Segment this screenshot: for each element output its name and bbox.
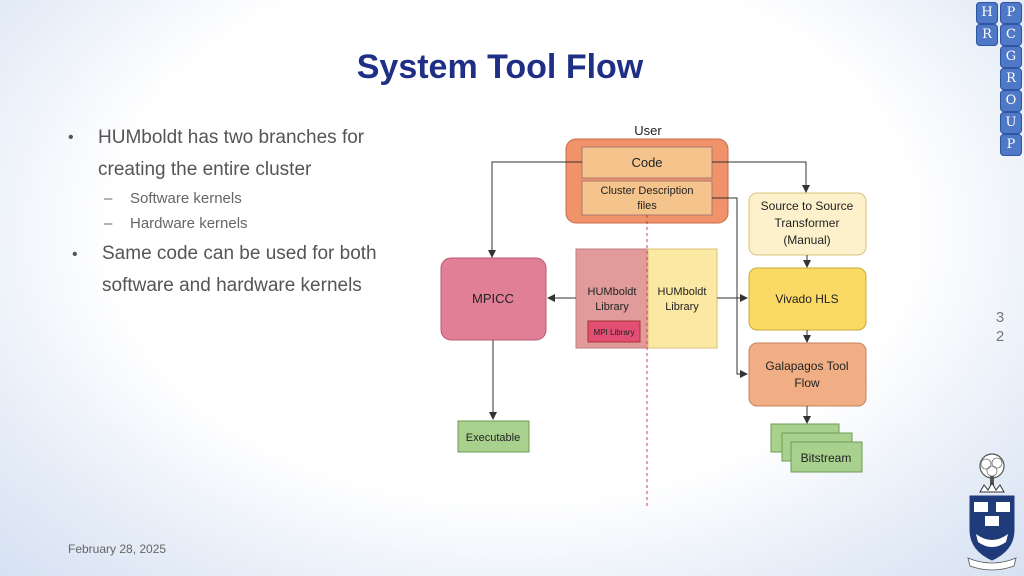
galapagos-box bbox=[748, 342, 867, 407]
arrow-cluster-to-galapagos bbox=[712, 197, 748, 378]
bitstream-label: Bitstream bbox=[801, 451, 852, 465]
page-number-digit-2: 2 bbox=[995, 328, 1005, 345]
mpicc-label: MPICC bbox=[472, 291, 514, 306]
logo-letter: H bbox=[976, 2, 998, 24]
humboldt-software-label-2: Library bbox=[595, 301, 629, 313]
bullet-2-line-2: software and hardware kernels bbox=[102, 275, 362, 296]
source-to-source-label-1: Source to Source bbox=[761, 199, 854, 213]
logo-letter: C bbox=[1000, 24, 1022, 46]
source-to-source-label-3: (Manual) bbox=[783, 233, 830, 247]
bullet-2-line-1: Same code can be used for both bbox=[102, 243, 377, 264]
logo-letter: P bbox=[1000, 134, 1022, 156]
source-to-source-label-2: Transformer bbox=[775, 216, 840, 230]
cluster-description-box bbox=[581, 180, 713, 216]
sub-bullet-dash: – bbox=[104, 215, 113, 232]
galapagos-label-2: Flow bbox=[794, 376, 820, 390]
bullet-marker: • bbox=[72, 246, 78, 263]
humboldt-software-label-1: HUMboldt bbox=[588, 286, 637, 298]
logo-letter: G bbox=[1000, 46, 1022, 68]
executable-label: Executable bbox=[466, 432, 520, 444]
sub-bullet-hardware: Hardware kernels bbox=[130, 215, 248, 232]
university-crest-logo bbox=[967, 453, 1017, 571]
humboldt-hardware-label-2: Library bbox=[665, 301, 699, 313]
bullet-1-line-1: HUMboldt has two branches for bbox=[98, 127, 365, 148]
humboldt-hardware-label-1: HUMboldt bbox=[658, 286, 707, 298]
cluster-description-label-1: Cluster Description bbox=[601, 185, 694, 197]
galapagos-label-1: Galapagos Tool bbox=[765, 359, 848, 373]
logo-letter: U bbox=[1000, 112, 1022, 134]
code-label: Code bbox=[631, 155, 662, 170]
bullet-1-line-2: creating the entire cluster bbox=[98, 159, 312, 180]
humboldt-hardware-box bbox=[647, 248, 718, 349]
logo-letter: P bbox=[1000, 2, 1022, 24]
logo-letter: R bbox=[1000, 68, 1022, 90]
slide-title: System Tool Flow bbox=[356, 48, 644, 86]
logo-letter: O bbox=[1000, 90, 1022, 112]
page-number: 3 2 bbox=[990, 308, 1010, 346]
code-box bbox=[581, 146, 713, 179]
bullet-marker: • bbox=[68, 129, 74, 146]
arrow-code-to-mpicc bbox=[488, 161, 582, 258]
hprc-group-logo: H P R C G R O U P bbox=[976, 2, 1022, 162]
logo-letter: R bbox=[976, 24, 998, 46]
cluster-description-label-2: files bbox=[637, 200, 657, 212]
sub-bullet-dash: – bbox=[104, 190, 113, 207]
slide-date: February 28, 2025 bbox=[68, 542, 167, 556]
mpi-library-box bbox=[587, 320, 641, 343]
sub-bullet-software: Software kernels bbox=[130, 190, 242, 207]
user-label: User bbox=[634, 123, 662, 138]
page-number-digit-1: 3 bbox=[995, 309, 1005, 326]
arrow-code-to-s2s bbox=[712, 161, 810, 193]
mpi-library-label: MPI Library bbox=[594, 328, 635, 337]
vivado-hls-label: Vivado HLS bbox=[775, 292, 838, 306]
bitstream-box bbox=[790, 441, 863, 473]
executable-box bbox=[457, 420, 530, 453]
